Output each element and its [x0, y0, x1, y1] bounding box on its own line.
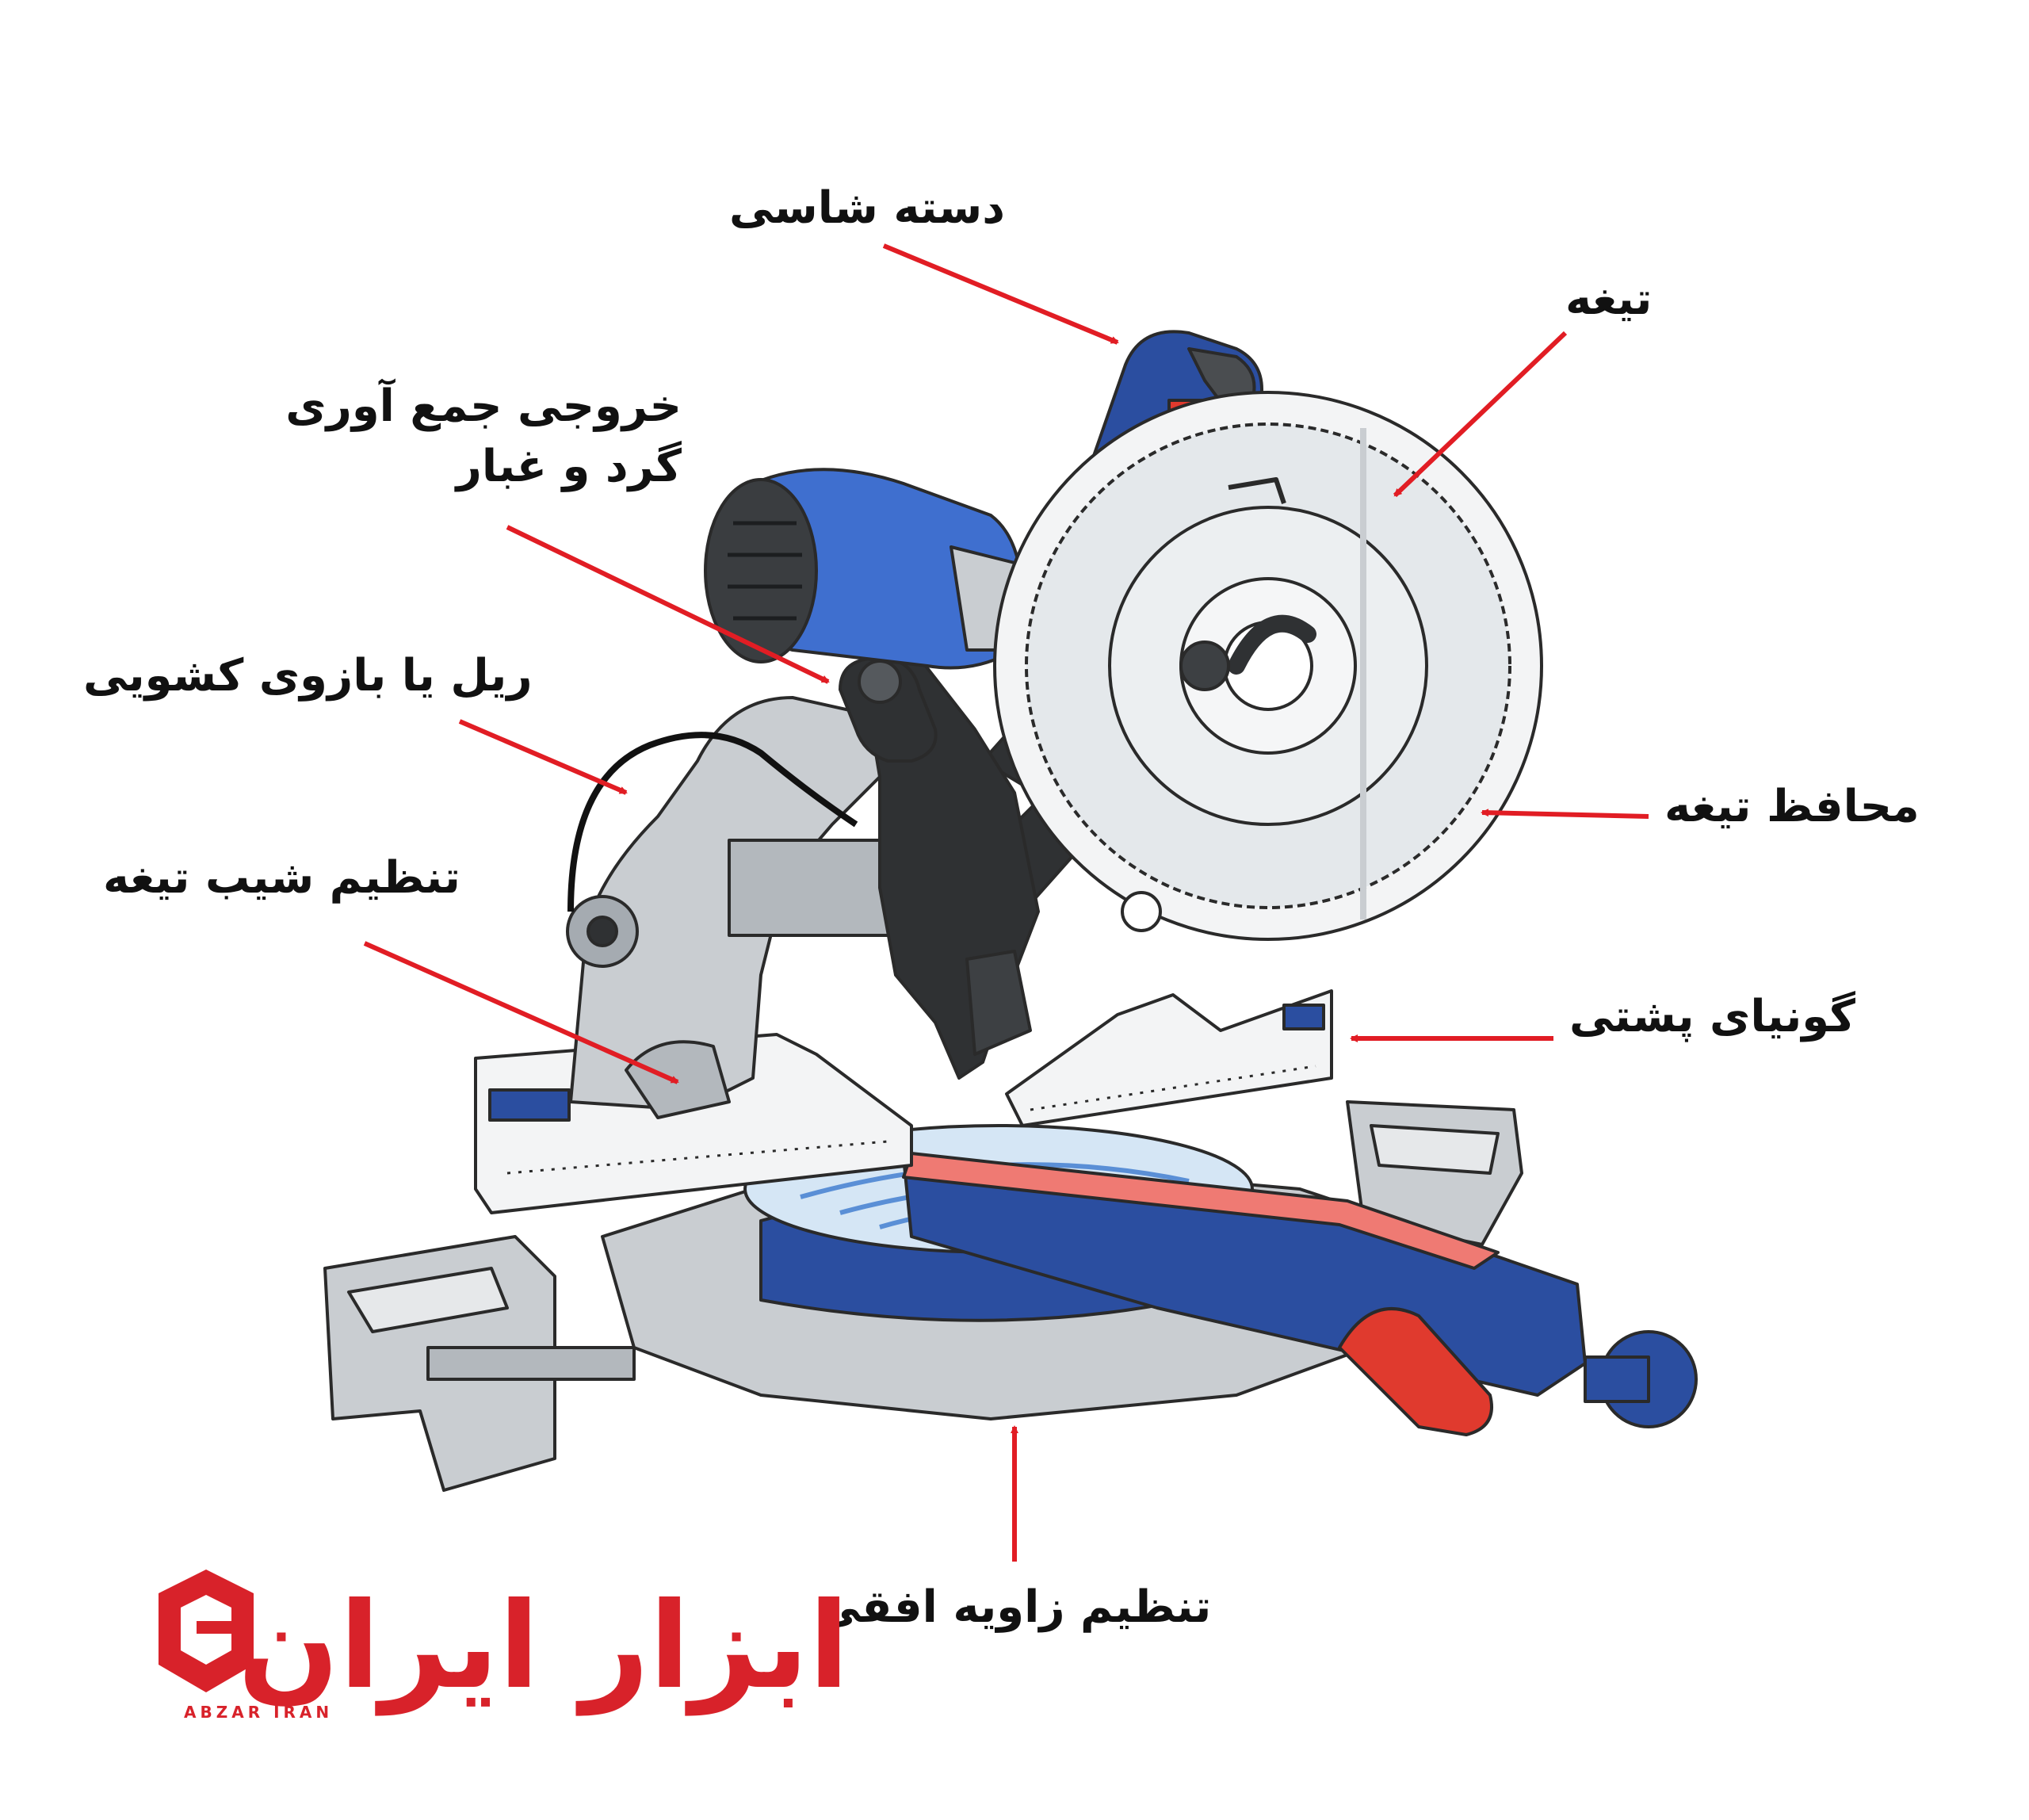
label-blade-guard: محافظ تیغه	[1664, 781, 1920, 832]
label-miter: تنظیم زاویه افقی	[816, 1581, 1212, 1633]
abzar-iran-logo-mark	[159, 1570, 254, 1692]
lower-link	[965, 950, 1032, 1056]
label-rail: ریل یا بازوی کشویی	[83, 650, 533, 702]
label-bevel: تنظیم شیب تیغه	[103, 852, 460, 904]
arrow-bevel	[363, 941, 679, 1084]
label-dust-outlet: خروجی جمع آوری گرد و غبار	[285, 380, 682, 492]
miter-arm	[902, 1152, 1698, 1436]
logo-wordmark: ابزار ایران	[238, 1577, 850, 1715]
arrow-blade-guard	[1481, 809, 1649, 819]
label-blade: تیغه	[1565, 273, 1653, 325]
base-right-wing	[1346, 1100, 1523, 1246]
saw-illustration	[323, 330, 1698, 1492]
power-cable	[567, 732, 858, 912]
fence-right	[1005, 989, 1333, 1127]
arrow-rail	[458, 719, 628, 795]
callout-arrows	[363, 243, 1649, 1562]
label-handle: دسته شاسی	[729, 182, 1005, 234]
arrow-blade	[1393, 331, 1568, 498]
blade-guard-group	[993, 391, 1543, 941]
arrow-handle	[882, 243, 1119, 345]
label-fence: گونیای پشتی	[1569, 991, 1855, 1042]
arrow-dust-outlet	[506, 525, 830, 684]
dust-outlet-elbow	[839, 656, 938, 763]
base-left-wing	[323, 1235, 636, 1492]
logo-subtitle: ABZAR IRAN	[184, 1703, 334, 1722]
